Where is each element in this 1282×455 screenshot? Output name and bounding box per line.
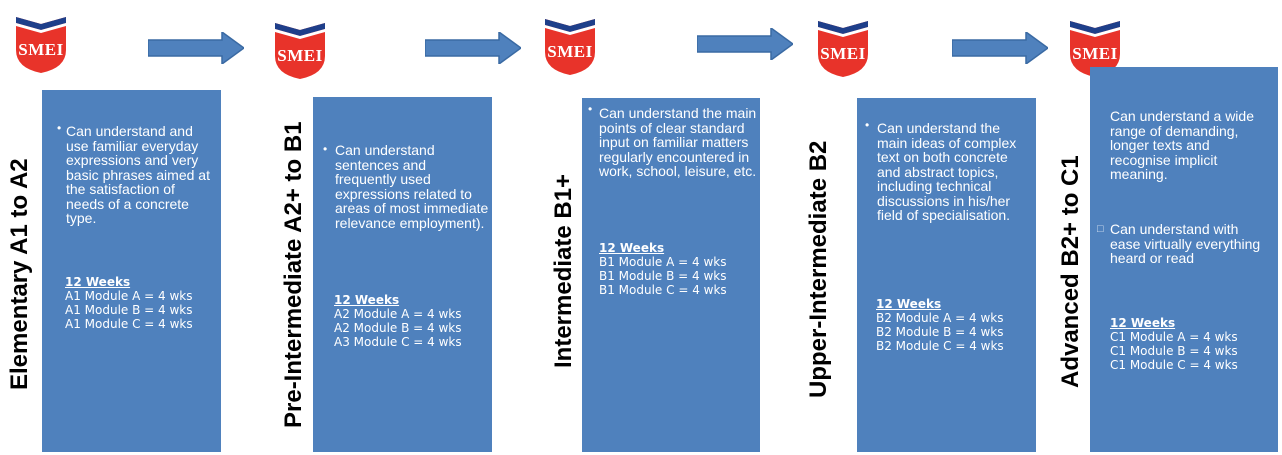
logo-text: SMEI xyxy=(1072,44,1118,63)
logo-text: SMEI xyxy=(820,44,866,63)
arrow-right-icon xyxy=(697,28,793,60)
stage-description: Can understand a wide range of demanding… xyxy=(1110,109,1270,182)
weeks-heading: 12 Weeks xyxy=(334,293,400,307)
description-text: Can understand a wide range of demanding… xyxy=(1110,108,1254,182)
checkbox-bullet-icon: □ xyxy=(1097,223,1104,235)
arrow-right-icon xyxy=(952,32,1048,64)
smei-logo: SMEI xyxy=(816,18,870,78)
module-list: 12 Weeks A2 Module A = 4 wks A2 Module B… xyxy=(334,293,489,349)
stage-box: • Can understand and use familiar everyd… xyxy=(42,90,221,452)
module-item: C1 Module A = 4 wks xyxy=(1110,330,1238,344)
arrow-right-icon xyxy=(425,32,521,64)
module-item: B1 Module C = 4 wks xyxy=(599,283,727,297)
stage-box: • Can understand the main ideas of compl… xyxy=(857,98,1036,452)
smei-logo: SMEI xyxy=(14,14,68,74)
module-item: A1 Module A = 4 wks xyxy=(65,289,193,303)
weeks-heading: 12 Weeks xyxy=(1110,316,1176,330)
logo-text: SMEI xyxy=(547,42,593,61)
smei-logo: SMEI xyxy=(1068,18,1122,78)
logo-text: SMEI xyxy=(277,46,323,65)
shield-icon xyxy=(16,17,66,73)
module-item: A1 Module B = 4 wks xyxy=(65,303,193,317)
stage-title: Intermediate B1+ xyxy=(550,173,577,368)
module-list: 12 Weeks B2 Module A = 4 wks B2 Module B… xyxy=(876,297,1032,353)
shield-icon xyxy=(818,21,868,77)
bullet-icon: • xyxy=(323,142,328,156)
stage-description: Can understand with ease virtually every… xyxy=(1110,222,1270,266)
stage-title: Pre-Intermediate A2+ to B1 xyxy=(280,121,307,428)
weeks-heading: 12 Weeks xyxy=(876,297,942,311)
stage-description: Can understand the main ideas of complex… xyxy=(877,121,1033,223)
module-list: 12 Weeks C1 Module A = 4 wks C1 Module B… xyxy=(1110,316,1270,372)
arrow-right-icon xyxy=(148,32,244,64)
description-text: Can understand the main ideas of complex… xyxy=(877,120,1017,223)
bullet-icon: • xyxy=(588,102,593,116)
module-item: A2 Module B = 4 wks xyxy=(334,321,462,335)
stage-title: Elementary A1 to A2 xyxy=(6,158,33,390)
description-text: Can understand with ease virtually every… xyxy=(1110,221,1261,266)
description-text: Can understand the main points of clear … xyxy=(599,105,757,179)
shield-icon xyxy=(275,23,325,79)
module-item: A2 Module A = 4 wks xyxy=(334,307,462,321)
module-item: B2 Module A = 4 wks xyxy=(876,311,1004,325)
stage-description: Can understand sentences and frequently … xyxy=(335,143,489,230)
module-item: C1 Module C = 4 wks xyxy=(1110,358,1238,372)
module-item: B1 Module A = 4 wks xyxy=(599,255,727,269)
stage-description: Can understand and use familiar everyday… xyxy=(66,124,216,226)
module-item: B2 Module B = 4 wks xyxy=(876,325,1004,339)
stage-box: • Can understand the main points of clea… xyxy=(582,98,760,452)
smei-logo: SMEI xyxy=(543,16,597,76)
weeks-heading: 12 Weeks xyxy=(65,275,131,289)
description-text: Can understand and use familiar everyday… xyxy=(66,123,210,226)
module-item: A3 Module C = 4 wks xyxy=(334,335,462,349)
module-list: 12 Weeks A1 Module A = 4 wks A1 Module B… xyxy=(65,275,215,331)
module-item: B2 Module C = 4 wks xyxy=(876,339,1004,353)
module-item: B1 Module B = 4 wks xyxy=(599,269,727,283)
bullet-icon: • xyxy=(57,121,62,135)
logo-text: SMEI xyxy=(18,40,64,59)
smei-logo: SMEI xyxy=(273,20,327,80)
module-list: 12 Weeks B1 Module A = 4 wks B1 Module B… xyxy=(599,241,757,297)
weeks-heading: 12 Weeks xyxy=(599,241,665,255)
stage-box: • Can understand sentences and frequentl… xyxy=(313,97,492,452)
stage-box: Can understand a wide range of demanding… xyxy=(1090,67,1278,452)
description-text: Can understand sentences and frequently … xyxy=(335,142,489,231)
shield-icon xyxy=(1070,21,1120,77)
module-item: C1 Module B = 4 wks xyxy=(1110,344,1238,358)
shield-icon xyxy=(545,19,595,75)
stage-description: Can understand the main points of clear … xyxy=(599,106,757,179)
module-item: A1 Module C = 4 wks xyxy=(65,317,193,331)
stage-title: Upper-Intermediate B2 xyxy=(805,140,832,398)
bullet-icon: • xyxy=(865,118,870,132)
stage-title: Advanced B2+ to C1 xyxy=(1057,155,1084,388)
